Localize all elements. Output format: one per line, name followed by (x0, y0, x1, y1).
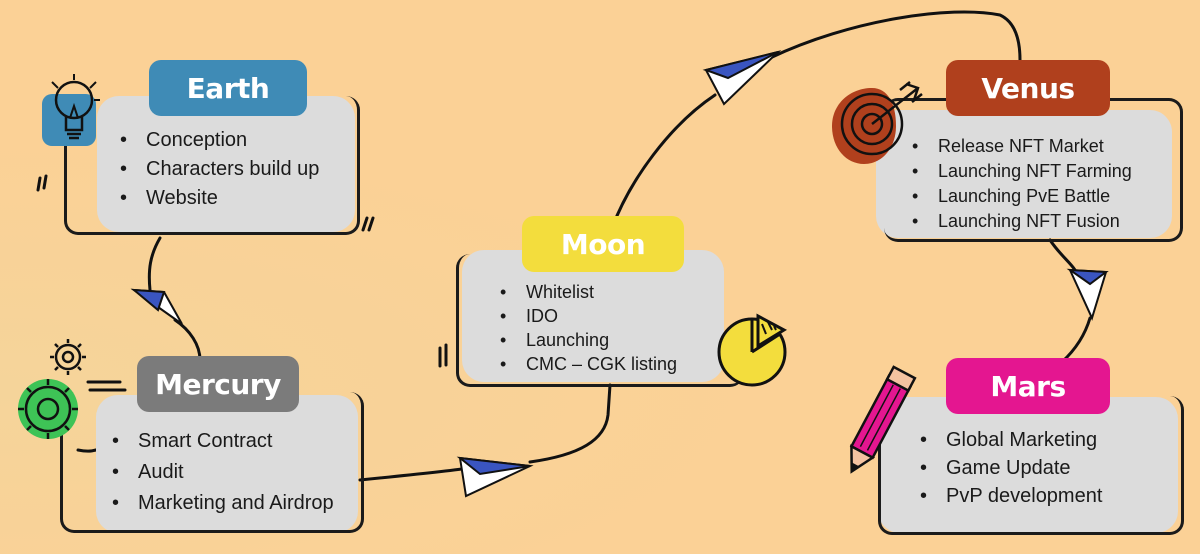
venus-items: Release NFT Market Launching NFT Farming… (912, 134, 1132, 234)
list-item: Smart Contract (112, 426, 334, 457)
target-icon (832, 81, 923, 164)
list-item: Global Marketing (920, 426, 1102, 454)
mars-card-outline (878, 396, 1184, 535)
paper-plane-icon (1066, 268, 1109, 321)
gears-icon (18, 339, 86, 439)
list-item: Game Update (920, 454, 1102, 482)
moon-items: Whitelist IDO Launching CMC – CGK listin… (500, 280, 677, 376)
list-item: Characters build up (120, 155, 319, 184)
pencil-icon (849, 365, 917, 474)
list-item: PvP development (920, 482, 1102, 510)
list-item: Whitelist (500, 280, 677, 304)
mercury-items: Smart Contract Audit Marketing and Airdr… (112, 426, 334, 519)
list-item: IDO (500, 304, 677, 328)
moon-title: Moon (522, 216, 684, 272)
mars-title: Mars (946, 358, 1110, 414)
mercury-card-outline (60, 392, 364, 533)
list-item: Conception (120, 126, 319, 155)
paper-plane-icon (702, 50, 782, 106)
moon-card-outline (456, 254, 744, 387)
earth-items: Conception Characters build up Website (120, 126, 319, 213)
list-item: Marketing and Airdrop (112, 488, 334, 519)
list-item: Launching (500, 328, 677, 352)
mercury-title: Mercury (137, 356, 299, 412)
list-item: Launching NFT Fusion (912, 209, 1132, 234)
list-item: Launching NFT Farming (912, 159, 1132, 184)
list-item: Audit (112, 457, 334, 488)
venus-title: Venus (946, 60, 1110, 116)
mars-items: Global Marketing Game Update PvP develop… (920, 426, 1102, 510)
earth-title: Earth (149, 60, 307, 116)
paper-plane-icon (130, 288, 183, 325)
earth-card-outline (64, 96, 360, 235)
list-item: Launching PvE Battle (912, 184, 1132, 209)
lightbulb-icon (42, 74, 100, 146)
list-item: Website (120, 184, 319, 213)
pie-chart-icon (717, 313, 788, 387)
list-item: CMC – CGK listing (500, 352, 677, 376)
list-item: Release NFT Market (912, 134, 1132, 159)
paper-plane-icon (456, 456, 534, 498)
